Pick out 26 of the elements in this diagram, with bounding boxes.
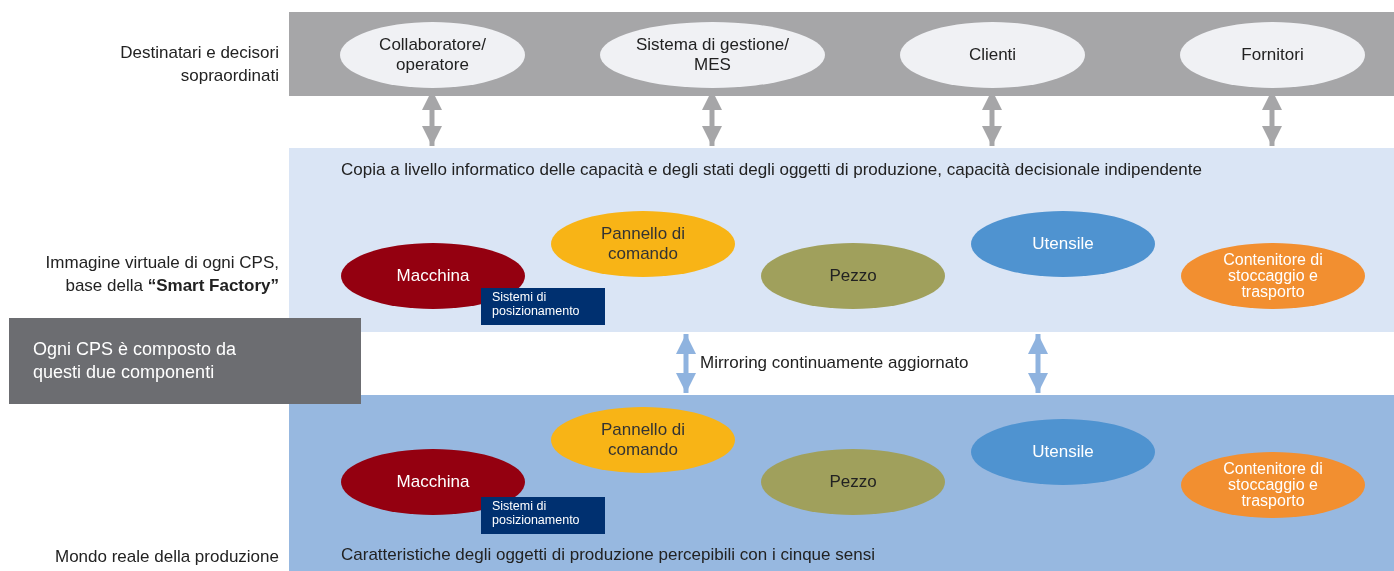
arrow-label: Mirroring continuamente aggiornato [700,352,970,374]
ellipse-node: Pezzo [761,243,945,309]
virtual-layer-band [289,148,1394,332]
row-label: Mondo reale della produzione [54,546,279,568]
band-caption: Caratteristiche degli oggetti di produzione percepibili con i cinque sensi [341,545,875,565]
tag-box: Sistemi di posizionamento [481,288,605,325]
double-arrow [1028,334,1048,393]
ellipse-node: Contenitore di stoccaggio e trasporto [1181,452,1365,518]
band-caption: Copia a livello informatico delle capacità e degli stati degli oggetti di produzione, capacità decisionale indipendente [341,160,1202,180]
double-arrow [676,334,696,393]
ellipse-node: Pezzo [761,449,945,515]
row-label: Destinatari e decisori sopraordinati [119,42,279,87]
physical-layer-band [289,395,1394,571]
ellipse-node: Sistema di gestione/ MES [600,22,825,88]
note-box: Ogni CPS è composto da questi due componenti [9,318,361,404]
ellipse-node: Collaboratore/ operatore [340,22,525,88]
ellipse-node: Utensile [971,419,1155,485]
ellipse-node: Pannello di comando [551,407,735,473]
ellipse-node: Contenitore di stoccaggio e trasporto [1181,243,1365,309]
ellipse-node: Pannello di comando [551,211,735,277]
ellipse-node: Utensile [971,211,1155,277]
row-label: Immagine virtuale di ogni CPS, base della “Smart Factory” [44,252,279,297]
ellipse-node: Fornitori [1180,22,1365,88]
tag-box: Sistemi di posizionamento [481,497,605,534]
header-band [289,12,1394,96]
ellipse-node: Clienti [900,22,1085,88]
